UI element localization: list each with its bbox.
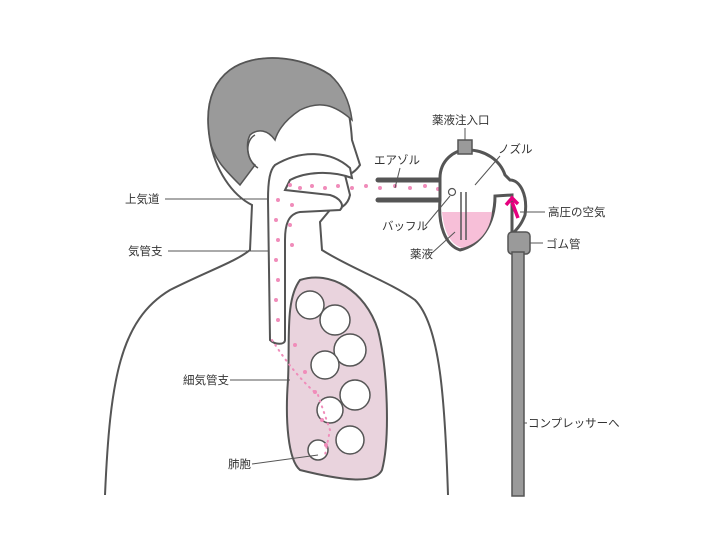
lung (285, 276, 388, 481)
label-nozzle: ノズル (498, 142, 533, 156)
label-to-compressor: コンプレッサーへ (528, 416, 620, 430)
rubber-tube-joint (507, 231, 531, 255)
label-medicine: 薬液 (410, 247, 433, 261)
mouthpiece (375, 177, 443, 203)
compressor-hose (511, 251, 525, 497)
nozzle-tube (460, 192, 467, 240)
label-aerosol: エアゾル (374, 153, 420, 167)
baffle (447, 187, 457, 197)
label-upper-airway: 上気道 (125, 192, 160, 206)
label-high-pressure-air: 高圧の空気 (548, 205, 606, 219)
aerosol-dots (274, 183, 440, 447)
medicine-liquid (442, 212, 492, 248)
inlet-cap (457, 139, 473, 155)
label-bronchiole: 細気管支 (183, 373, 229, 387)
label-bronchus: 気管支 (128, 244, 163, 258)
ear (247, 134, 259, 169)
bronchiole-tree (295, 290, 371, 461)
label-baffle: バッフル (382, 219, 428, 233)
trachea (271, 339, 332, 456)
label-rubber-tube: ゴム管 (546, 237, 581, 251)
upper-airway (266, 153, 354, 345)
label-inlet: 薬液注入口 (432, 113, 490, 127)
label-alveoli: 肺胞 (228, 457, 251, 471)
leader-lines (165, 128, 545, 465)
high-pressure-arrow (504, 195, 520, 219)
